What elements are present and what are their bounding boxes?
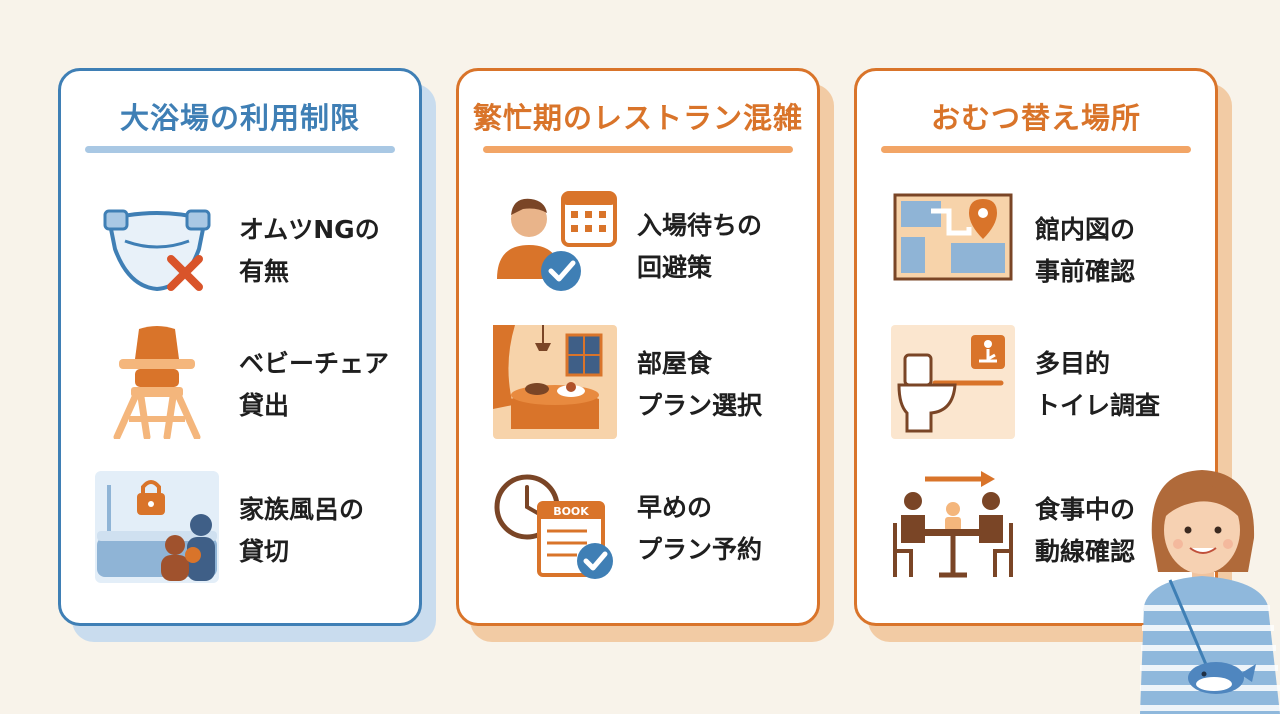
item-label: 多目的トイレ調査 xyxy=(1035,349,1161,420)
item-label: 部屋食プラン選択 xyxy=(637,349,763,420)
toilet-baby-sign-icon xyxy=(891,325,1015,439)
list-item: 食事中の動線確認 xyxy=(857,471,1215,591)
item-label: 家族風呂の貸切 xyxy=(239,495,365,566)
woman-mascot-illustration xyxy=(1140,470,1280,714)
card-divider xyxy=(483,146,793,153)
list-item: 家族風呂の貸切 xyxy=(61,471,419,591)
dining-table-arrow-icon xyxy=(893,471,1013,578)
card-title: 大浴場の利用制限 xyxy=(119,101,360,135)
item-label: 食事中の動線確認 xyxy=(1035,495,1136,566)
list-item: 館内図の事前確認 xyxy=(857,191,1215,311)
card-divider xyxy=(85,146,395,153)
list-item: 部屋食プラン選択 xyxy=(459,325,817,445)
high-chair-icon xyxy=(113,326,201,439)
card-restaurant-congestion: 繁忙期のレストラン混雑 入場待ちの回避策 xyxy=(456,68,820,626)
item-label: ベビーチェア貸出 xyxy=(239,349,390,420)
book-label: BOOK xyxy=(553,505,589,518)
person-calendar-check-icon xyxy=(497,191,617,291)
list-item: ベビーチェア貸出 xyxy=(61,325,419,445)
card-title: 繁忙期のレストラン混雑 xyxy=(472,101,803,135)
card-divider xyxy=(881,146,1191,153)
item-label: 入場待ちの回避策 xyxy=(637,211,763,282)
floor-map-pin-icon xyxy=(893,193,1013,281)
card-title: おむつ替え場所 xyxy=(930,101,1141,135)
list-item: 入場待ちの回避策 xyxy=(459,187,817,307)
list-item: 多目的トイレ調査 xyxy=(857,325,1215,445)
item-label: 館内図の事前確認 xyxy=(1035,215,1136,286)
item-label: オムツNGの有無 xyxy=(239,215,380,286)
diaper-cross-icon xyxy=(103,209,211,292)
list-item: BOOK 早めのプラン予約 xyxy=(459,469,817,589)
clock-book-check-icon: BOOK xyxy=(494,474,613,579)
private-bath-lock-icon xyxy=(95,471,219,583)
card-bath-restrictions: 大浴場の利用制限 オムツNGの有無 ベビーチェア貸出 xyxy=(58,68,422,626)
list-item: オムツNGの有無 xyxy=(61,191,419,311)
item-label: 早めのプラン予約 xyxy=(637,493,763,564)
room-dining-icon xyxy=(493,325,617,439)
